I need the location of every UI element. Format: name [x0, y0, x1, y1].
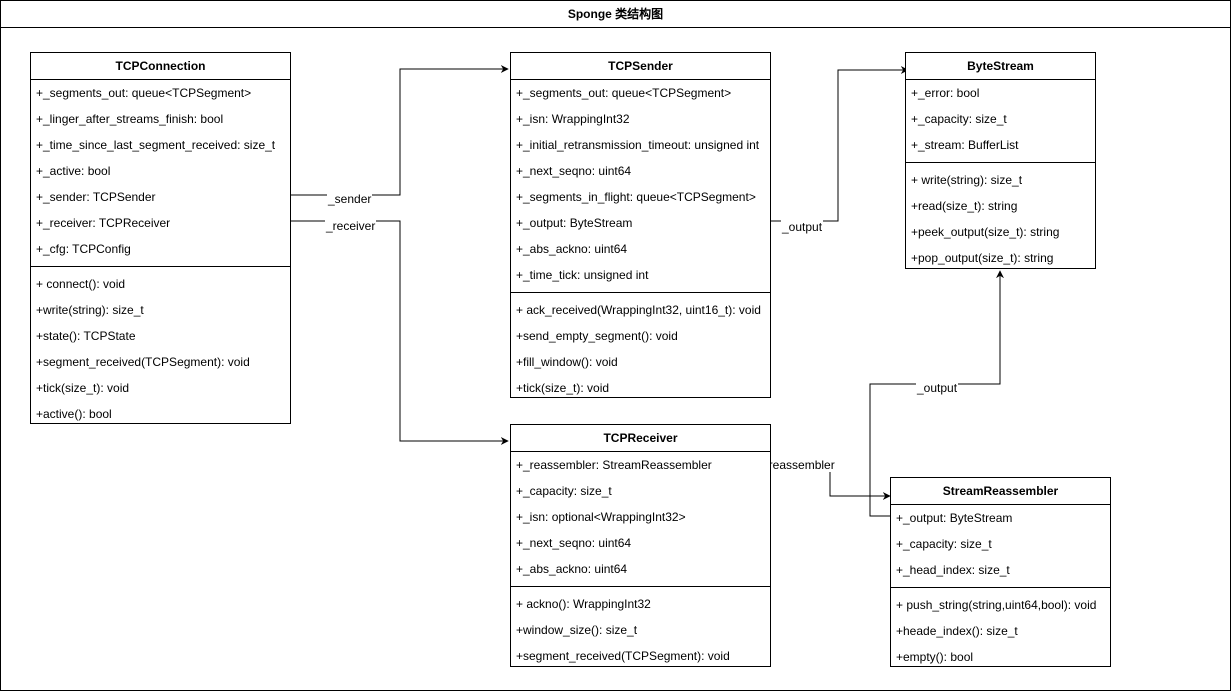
edge-label-sender: _sender [327, 192, 373, 206]
section-divider [511, 292, 770, 293]
method-row: + connect(): void [36, 277, 126, 291]
attribute-row: +_time_since_last_segment_received: size… [36, 138, 276, 152]
diagram-title: Sponge 类结构图 [1, 1, 1230, 28]
attribute-row: +_output: ByteStream [896, 511, 1013, 525]
section-divider [31, 266, 290, 267]
attribute-row: +_active: bool [36, 164, 111, 178]
method-row: + ack_received(WrappingInt32, uint16_t):… [516, 303, 761, 317]
class-streamreassembler[interactable]: StreamReassembler +_output: ByteStream +… [890, 477, 1111, 667]
method-row: +active(): bool [36, 407, 112, 421]
class-name: TCPSender [511, 53, 770, 80]
attribute-row: +_stream: BufferList [911, 138, 1019, 152]
attribute-row: +_reassembler: StreamReassembler [516, 458, 712, 472]
method-row: +empty(): bool [896, 650, 974, 664]
attribute-row: +_head_index: size_t [896, 563, 1010, 577]
attribute-row: +_abs_ackno: uint64 [516, 562, 628, 576]
method-row: +window_size(): size_t [516, 623, 638, 637]
attribute-list: +_segments_out: queue<TCPSegment> +_isn:… [511, 80, 770, 288]
attribute-row: +_capacity: size_t [896, 537, 992, 551]
class-tcpconnection[interactable]: TCPConnection +_segments_out: queue<TCPS… [30, 52, 291, 424]
attribute-row: +_next_seqno: uint64 [516, 536, 632, 550]
attribute-row: +_abs_ackno: uint64 [516, 242, 628, 256]
method-row: +tick(size_t): void [36, 381, 130, 395]
method-row: + push_string(string,uint64,bool): void [896, 598, 1097, 612]
method-row: + ackno(): WrappingInt32 [516, 597, 651, 611]
attribute-row: +_next_seqno: uint64 [516, 164, 632, 178]
method-row: +heade_index(): size_t [896, 624, 1018, 638]
class-bytestream[interactable]: ByteStream +_error: bool +_capacity: siz… [905, 52, 1096, 269]
attribute-row: +_capacity: size_t [516, 484, 612, 498]
edge-label-reassembler: _reassembler [761, 458, 836, 472]
class-tcpsender[interactable]: TCPSender +_segments_out: queue<TCPSegme… [510, 52, 771, 398]
method-list: + ackno(): WrappingInt32 +window_size():… [511, 591, 770, 669]
class-name: TCPConnection [31, 53, 290, 80]
attribute-row: +_segments_in_flight: queue<TCPSegment> [516, 190, 756, 204]
method-list: + connect(): void +write(string): size_t… [31, 271, 290, 427]
attribute-row: +_error: bool [911, 86, 980, 100]
edge-label-receiver: _receiver [325, 219, 377, 233]
method-row: +fill_window(): void [516, 355, 618, 369]
attribute-row: +_capacity: size_t [911, 112, 1007, 126]
class-name: ByteStream [906, 53, 1095, 80]
section-divider [511, 586, 770, 587]
method-row: +send_empty_segment(): void [516, 329, 678, 343]
class-name: StreamReassembler [891, 478, 1110, 505]
method-row: +read(size_t): string [911, 199, 1018, 213]
method-list: + ack_received(WrappingInt32, uint16_t):… [511, 297, 770, 401]
attribute-list: +_error: bool +_capacity: size_t +_strea… [906, 80, 1095, 158]
method-row: + write(string): size_t [911, 173, 1023, 187]
attribute-row: +_sender: TCPSender [36, 190, 156, 204]
attribute-list: +_reassembler: StreamReassembler +_capac… [511, 452, 770, 582]
method-row: +write(string): size_t [36, 303, 144, 317]
edge-label-reassembler-output: _output [916, 381, 959, 395]
attribute-row: +_initial_retransmission_timeout: unsign… [516, 138, 760, 152]
attribute-row: +_cfg: TCPConfig [36, 242, 131, 256]
attribute-row: +_segments_out: queue<TCPSegment> [516, 86, 732, 100]
class-name: TCPReceiver [511, 425, 770, 452]
method-row: +peek_output(size_t): string [911, 225, 1060, 239]
section-divider [891, 587, 1110, 588]
attribute-row: +_linger_after_streams_finish: bool [36, 112, 224, 126]
method-row: +segment_received(TCPSegment): void [516, 649, 730, 663]
edge-label-sender-output: _output [781, 220, 824, 234]
attribute-list: +_segments_out: queue<TCPSegment> +_ling… [31, 80, 290, 262]
attribute-row: +_isn: optional<WrappingInt32> [516, 510, 686, 524]
class-tcpreceiver[interactable]: TCPReceiver +_reassembler: StreamReassem… [510, 424, 771, 667]
attribute-row: +_output: ByteStream [516, 216, 633, 230]
attribute-row: +_segments_out: queue<TCPSegment> [36, 86, 252, 100]
attribute-list: +_output: ByteStream +_capacity: size_t … [891, 505, 1110, 583]
method-row: +pop_output(size_t): string [911, 251, 1054, 265]
attribute-row: +_isn: WrappingInt32 [516, 112, 630, 126]
section-divider [906, 162, 1095, 163]
method-list: + write(string): size_t +read(size_t): s… [906, 167, 1095, 271]
method-list: + push_string(string,uint64,bool): void … [891, 592, 1110, 670]
method-row: +tick(size_t): void [516, 381, 610, 395]
method-row: +segment_received(TCPSegment): void [36, 355, 250, 369]
attribute-row: +_receiver: TCPReceiver [36, 216, 171, 230]
attribute-row: +_time_tick: unsigned int [516, 268, 649, 282]
method-row: +state(): TCPState [36, 329, 136, 343]
